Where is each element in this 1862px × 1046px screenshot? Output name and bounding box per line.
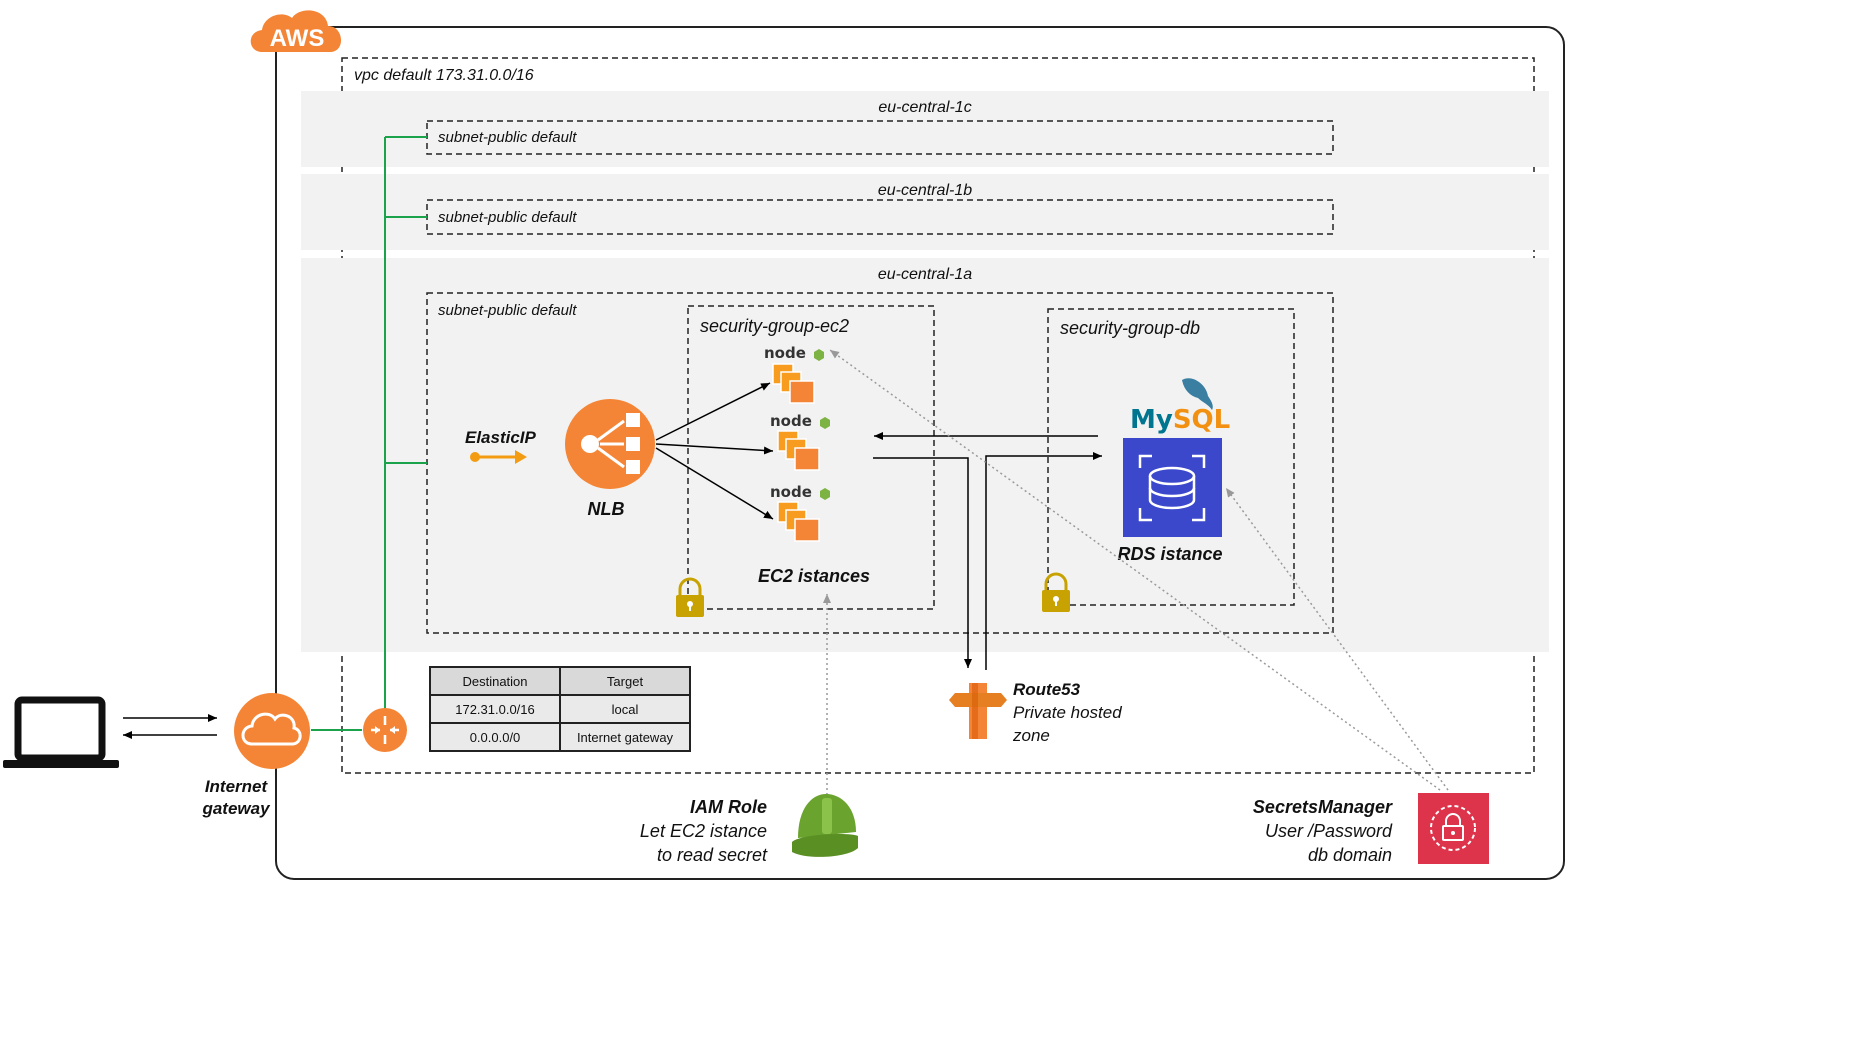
zone-eu-central-1a bbox=[301, 258, 1549, 652]
ec2-instance-2: node bbox=[770, 412, 830, 471]
route-table-header-destination: Destination bbox=[429, 666, 561, 696]
cloud-icon bbox=[241, 712, 302, 746]
route-table-header: Destination Target bbox=[429, 666, 691, 696]
route53-line2: zone bbox=[1012, 726, 1050, 745]
route53-title: Route53 bbox=[1013, 680, 1081, 699]
ec2-instances-icon bbox=[777, 501, 820, 542]
route-table: Destination Target 172.31.0.0/16 local 0… bbox=[429, 666, 691, 752]
secrets-line1: User /Password bbox=[1265, 821, 1393, 841]
node-hex-icon bbox=[814, 349, 824, 361]
rds-icon bbox=[1123, 438, 1222, 537]
nlb-label: NLB bbox=[588, 499, 625, 519]
rds-caption: RDS istance bbox=[1117, 544, 1222, 564]
aws-badge-label: AWS bbox=[270, 25, 325, 52]
mysql-logo: MySQL bbox=[1130, 405, 1230, 435]
route-target: Internet gateway bbox=[559, 722, 691, 752]
ec2-instance-3: node bbox=[770, 483, 830, 542]
zone-label-1b: eu-central-1b bbox=[878, 182, 972, 199]
route-destination: 172.31.0.0/16 bbox=[429, 694, 561, 724]
ec2-instance-1: node bbox=[764, 344, 824, 404]
subnet-label-1b: subnet-public default bbox=[438, 209, 577, 226]
lock-icon bbox=[1042, 572, 1070, 612]
lock-icon bbox=[676, 577, 704, 617]
subnet-label-1c: subnet-public default bbox=[438, 129, 577, 146]
route53-line1: Private hosted bbox=[1013, 703, 1122, 722]
iam-line2: to read secret bbox=[657, 845, 768, 865]
arrow-secrets-to-ec2 bbox=[829, 349, 1441, 791]
zone-label-1a: eu-central-1a bbox=[878, 266, 972, 283]
security-group-ec2-box bbox=[687, 305, 935, 610]
security-group-ec2-label: security-group-ec2 bbox=[700, 316, 849, 336]
vpc-box bbox=[341, 57, 1535, 774]
node-logo: node bbox=[764, 344, 806, 362]
arrow-route53-to-rds bbox=[985, 452, 1102, 670]
table-row: 172.31.0.0/16 local bbox=[429, 694, 691, 724]
mysql-dolphin-icon bbox=[1182, 378, 1213, 410]
table-row: 0.0.0.0/0 Internet gateway bbox=[429, 722, 691, 752]
arrow-ec2-to-route53 bbox=[873, 457, 972, 668]
route-target: local bbox=[559, 694, 691, 724]
secrets-line2: db domain bbox=[1308, 845, 1392, 865]
node-hex-icon bbox=[820, 488, 830, 500]
route-destination: 0.0.0.0/0 bbox=[429, 722, 561, 752]
aws-badge: AWS bbox=[250, 10, 342, 52]
elastic-ip-icon bbox=[470, 450, 527, 464]
router-icon bbox=[363, 708, 407, 752]
node-logo: node bbox=[770, 412, 812, 430]
ec2-caption: EC2 istances bbox=[758, 566, 870, 586]
green-network-lines bbox=[311, 136, 427, 731]
hard-hat-icon bbox=[792, 794, 858, 857]
node-logo: node bbox=[770, 483, 812, 501]
zone-eu-central-1b bbox=[301, 174, 1549, 250]
route53-icon bbox=[949, 683, 1007, 739]
security-group-db-label: security-group-db bbox=[1060, 318, 1200, 338]
secrets-title: SecretsManager bbox=[1253, 797, 1393, 817]
subnet-label-1a: subnet-public default bbox=[438, 302, 577, 319]
security-group-db-box bbox=[1047, 308, 1295, 606]
elastic-ip-label: ElasticIP bbox=[465, 428, 537, 447]
load-balancer-icon bbox=[565, 399, 655, 489]
node-hex-icon bbox=[820, 417, 830, 429]
route-table-header-target: Target bbox=[559, 666, 691, 696]
zone-label-1c: eu-central-1c bbox=[878, 99, 971, 116]
ec2-instances-icon bbox=[777, 430, 820, 471]
laptop-icon bbox=[3, 696, 119, 768]
internet-gateway-icon bbox=[234, 693, 310, 769]
internet-gateway-label-line2: gateway bbox=[201, 799, 271, 818]
iam-title: IAM Role bbox=[690, 797, 767, 817]
ec2-instances-icon bbox=[772, 363, 815, 404]
vpc-label: vpc default 173.31.0.0/16 bbox=[354, 67, 534, 84]
secrets-manager-icon bbox=[1418, 793, 1489, 864]
internet-gateway-label-line1: Internet bbox=[205, 777, 269, 796]
nlb-to-ec2-arrows bbox=[655, 382, 774, 520]
aws-cloud-icon bbox=[250, 10, 342, 52]
iam-line1: Let EC2 istance bbox=[640, 821, 767, 841]
